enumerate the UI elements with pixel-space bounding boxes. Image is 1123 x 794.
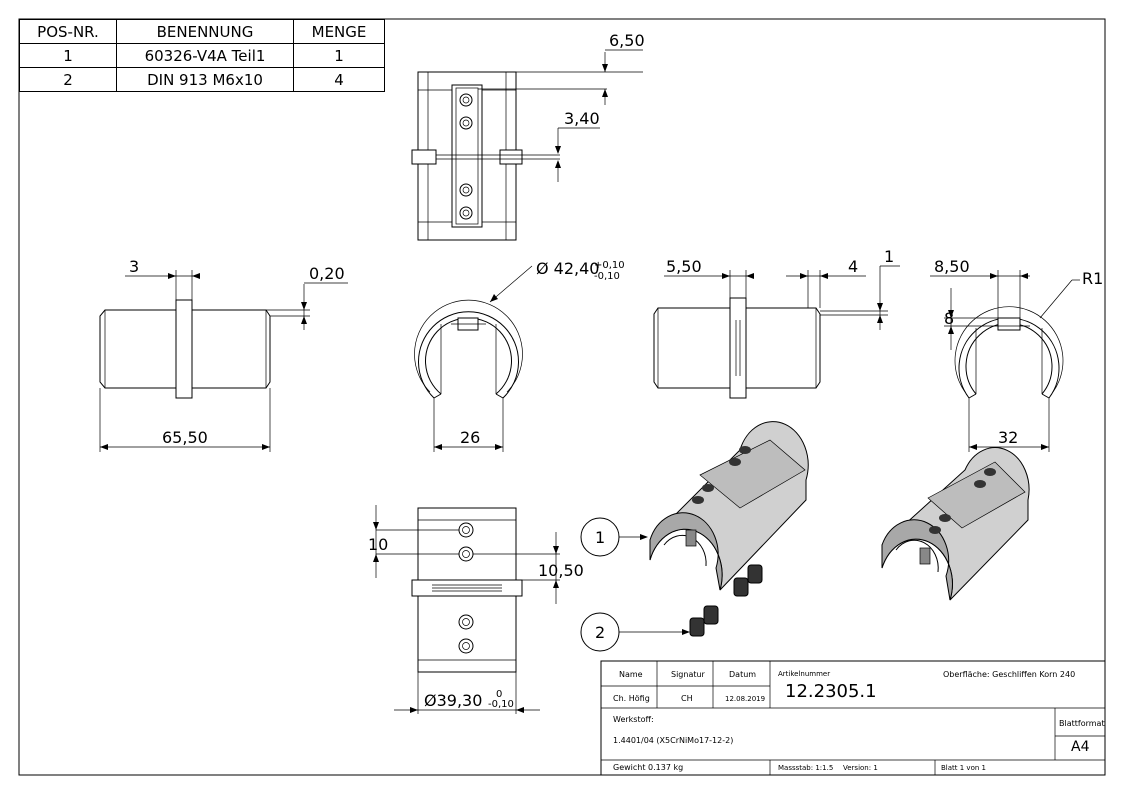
front-view — [414, 265, 533, 452]
top-view — [411, 49, 643, 241]
side-view-left — [99, 270, 348, 452]
tb-name: Ch. Höfig — [613, 694, 650, 703]
dim-4: 4 — [848, 257, 858, 276]
bom-cell-qty: 4 — [293, 67, 385, 92]
title-block: Name Signatur Datum Artikelnummer Oberfl… — [601, 661, 1105, 775]
dim-65-50: 65,50 — [162, 428, 208, 447]
bom-cell-name: DIN 913 M6x10 — [116, 67, 294, 92]
dim-tol-upper-0: 0 — [496, 689, 502, 700]
title-block-grid — [600, 660, 1106, 776]
dim-10: 10 — [368, 535, 388, 554]
dim-1: 1 — [884, 247, 894, 266]
bom-header-row: POS-NR. BENENNUNG MENGE — [19, 19, 385, 44]
tb-blattformat: A4 — [1071, 739, 1090, 755]
dim-32: 32 — [998, 428, 1018, 447]
dim-3-40: 3,40 — [564, 109, 600, 128]
dim-10-50: 10,50 — [538, 561, 584, 580]
dim-tol-upper: +0,10 — [594, 260, 625, 271]
dim-tol-lower: -0,10 — [594, 271, 620, 282]
bom-row: 1 60326-V4A Teil1 1 — [19, 43, 385, 68]
bottom-view — [373, 505, 560, 714]
sheet-border — [18, 18, 1106, 776]
balloon-2-label: 2 — [595, 623, 605, 642]
dim-r1: R1 — [1082, 269, 1103, 288]
tb-artikelnummer-label: Artikelnummer — [778, 670, 831, 678]
dim-5-50: 5,50 — [666, 257, 702, 276]
isometric-view-assembled — [881, 447, 1030, 601]
bom-header-name: BENENNUNG — [116, 19, 294, 44]
bom-cell-name: 60326-V4A Teil1 — [116, 43, 294, 68]
isometric-view-exploded — [649, 421, 809, 637]
dim-diameter-42-40: Ø 42,40 — [536, 259, 599, 278]
tb-blattformat-label: Blattformat — [1059, 719, 1105, 728]
tb-signatur-label: Signatur — [671, 670, 705, 679]
side-view-right — [653, 265, 900, 399]
dim-3: 3 — [129, 257, 139, 276]
dim-26: 26 — [460, 428, 480, 447]
tb-oberflaeche: Oberfläche: Geschliffen Korn 240 — [943, 670, 1076, 679]
bom-header-pos: POS-NR. — [19, 19, 117, 44]
dim-0-20: 0,20 — [309, 264, 345, 283]
dim-8: 8 — [944, 309, 954, 328]
tb-datum: 12.08.2019 — [725, 695, 766, 703]
bom-cell-qty: 1 — [293, 43, 385, 68]
dim-8-50: 8,50 — [934, 257, 970, 276]
bom-row: 2 DIN 913 M6x10 4 — [19, 67, 385, 92]
tb-werkstoff-label: Werkstoff: — [613, 715, 654, 724]
tb-werkstoff: 1.4401/04 (X5CrNiMo17-12-2) — [613, 736, 734, 745]
dim-6-50: 6,50 — [609, 31, 645, 50]
tb-signatur: CH — [681, 694, 693, 703]
tb-blatt: Blatt 1 von 1 — [941, 764, 986, 772]
dim-diameter-39-30: Ø39,30 — [424, 691, 482, 710]
bom-header-qty: MENGE — [293, 19, 385, 44]
tb-gewicht: Gewicht 0.137 kg — [613, 763, 684, 772]
tb-name-label: Name — [619, 670, 643, 679]
bom-table: POS-NR. BENENNUNG MENGE 1 60326-V4A Teil… — [19, 19, 385, 92]
balloon-1 — [580, 517, 648, 557]
front-view-right — [930, 270, 1080, 452]
tb-artikelnummer: 12.2305.1 — [785, 681, 877, 702]
dim-tol-lower-010: -0,10 — [488, 699, 514, 710]
tb-datum-label: Datum — [729, 670, 757, 679]
balloon-1-label: 1 — [595, 528, 605, 547]
bom-cell-pos: 1 — [19, 43, 117, 68]
balloon-2 — [580, 612, 690, 652]
bom-cell-pos: 2 — [19, 67, 117, 92]
tb-massstab: Massstab: 1:1.5 — [778, 764, 834, 772]
tb-version: Version: 1 — [843, 764, 878, 772]
